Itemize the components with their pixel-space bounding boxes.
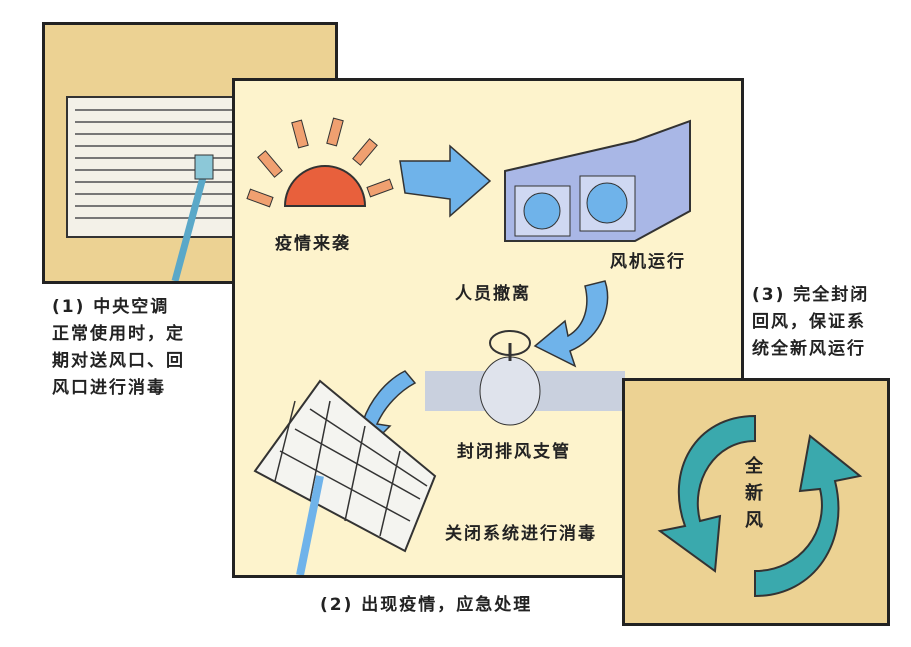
- label-char: 全: [745, 456, 765, 477]
- label-char: 新: [745, 483, 765, 504]
- caption-line: 期对送风口、回: [52, 351, 185, 371]
- panel-fresh-air: 全 新 风: [622, 378, 890, 626]
- valve-pipe-icon: [425, 330, 625, 426]
- brush-icon: [171, 169, 209, 281]
- recirculation-arrows-icon: [657, 414, 863, 598]
- caption-line: 正常使用时，定: [52, 324, 185, 344]
- air-vent-illustration: [66, 96, 258, 281]
- label-char: 风: [745, 510, 765, 531]
- arrow-icon: [399, 144, 492, 218]
- caption-line: 统全新风运行: [752, 339, 866, 359]
- caption-line: 风口进行消毒: [52, 378, 166, 398]
- arrow-icon: [533, 280, 609, 368]
- label-close-branch: 封闭排风支管: [457, 442, 571, 462]
- label-fan-running: 风机运行: [610, 252, 686, 272]
- alarm-sun-icon: [246, 117, 394, 208]
- fan-unit-icon: [504, 119, 691, 242]
- emergency-illustration: [246, 117, 691, 575]
- label-epidemic: 疫情来袭: [275, 234, 351, 254]
- label-disinfect: 关闭系统进行消毒: [445, 524, 597, 544]
- caption-line: (1) 中央空调: [52, 297, 170, 317]
- caption-line: (3) 完全封闭: [752, 285, 870, 305]
- filter-grille-icon: [253, 379, 437, 575]
- panel2-caption: (2) 出现疫情，应急处理: [320, 595, 533, 615]
- fresh-air-label: 全 新 风: [745, 453, 765, 534]
- label-evacuate: 人员撤离: [455, 284, 531, 304]
- panel1-caption: (1) 中央空调 正常使用时，定 期对送风口、回 风口进行消毒: [52, 294, 185, 402]
- panel3-caption: (3) 完全封闭 回风，保证系 统全新风运行: [752, 282, 869, 363]
- caption-line: 回风，保证系: [752, 312, 866, 332]
